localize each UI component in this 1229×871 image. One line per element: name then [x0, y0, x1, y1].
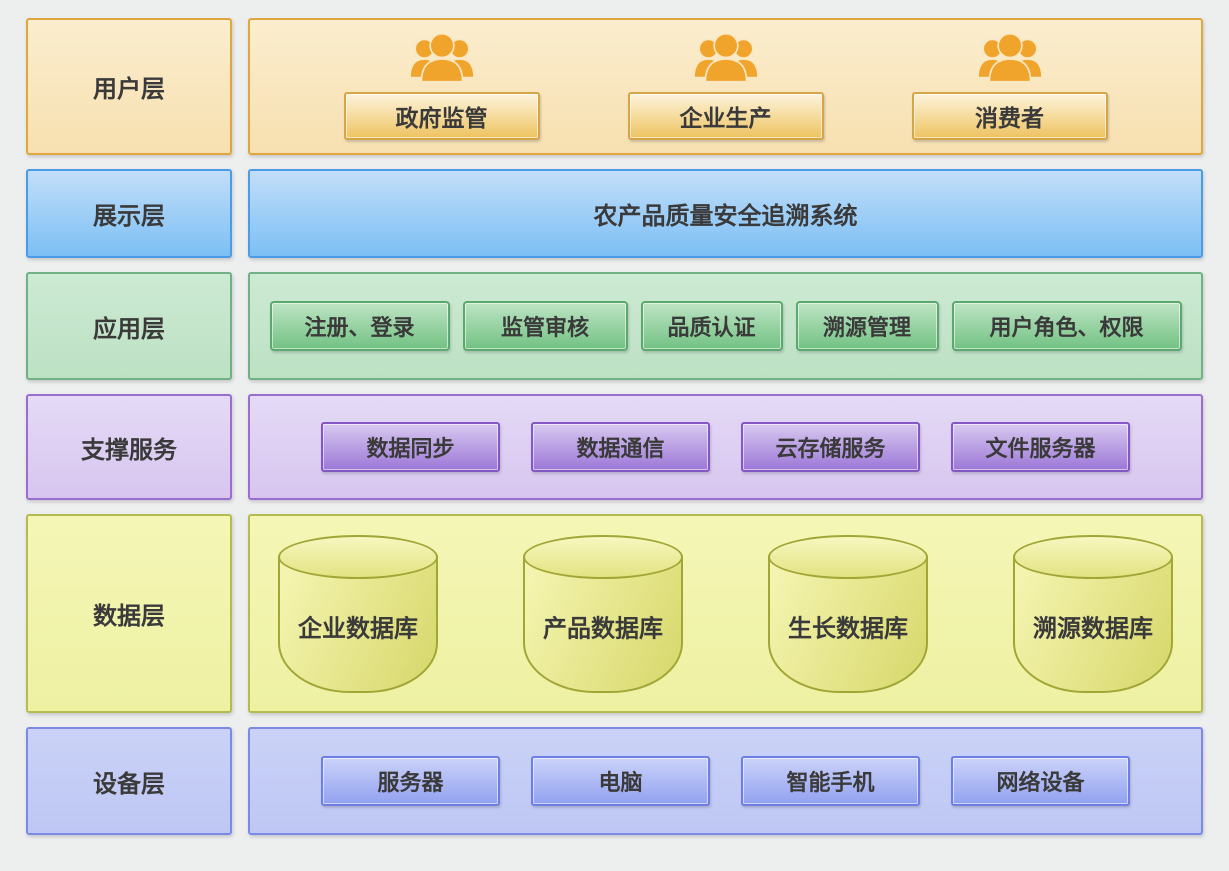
layer-user-content: 政府监管 企业生产 消费者: [248, 18, 1203, 155]
layer-support-content: 数据同步 数据通信 云存储服务 文件服务器: [248, 394, 1203, 500]
layer-support: 支撑服务 数据同步 数据通信 云存储服务 文件服务器: [26, 394, 1203, 500]
layer-data-label: 数据层: [26, 514, 232, 713]
app-box-supervision-review: 监管审核: [462, 301, 628, 351]
app-box-traceability-management: 溯源管理: [795, 301, 939, 351]
app-box-register-login: 注册、登录: [269, 301, 450, 351]
layer-device-label: 设备层: [26, 727, 232, 835]
cylinder-top: [768, 534, 928, 579]
database-label: 溯源数据库: [1033, 615, 1153, 643]
database-label: 产品数据库: [543, 615, 663, 643]
user-government-box: 政府监管: [343, 92, 540, 140]
device-box-server: 服务器: [321, 756, 500, 806]
layer-data-content: 企业数据库 产品数据库 生长数据库 溯源数据库: [248, 514, 1203, 713]
app-box-quality-certification: 品质认证: [640, 301, 783, 351]
layer-device: 设备层 服务器 电脑 智能手机 网络设备: [26, 727, 1203, 835]
layer-display-label: 展示层: [26, 169, 232, 258]
database-cylinder-traceability: 溯源数据库: [1013, 534, 1173, 693]
layer-user: 用户层 政府监管 企业生产 消费者: [26, 18, 1203, 155]
layer-support-label: 支撑服务: [26, 394, 232, 500]
support-box-data-communication: 数据通信: [531, 422, 710, 472]
system-title: 农产品质量安全追溯系统: [593, 203, 858, 230]
user-group-government: 政府监管: [343, 28, 540, 140]
architecture-diagram: 用户层 政府监管 企业生产 消费者 展示层 农产品质量安全追溯系统 应用层 注册…: [26, 18, 1203, 849]
support-box-data-sync: 数据同步: [321, 422, 500, 472]
cylinder-top: [278, 534, 438, 579]
cylinder-top: [523, 534, 683, 579]
user-group-consumer: 消费者: [911, 28, 1108, 140]
layer-application: 应用层 注册、登录 监管审核 品质认证 溯源管理 用户角色、权限: [26, 272, 1203, 380]
user-group-icon: [692, 32, 759, 83]
user-group-enterprise: 企业生产: [627, 28, 824, 140]
database-label: 企业数据库: [298, 615, 418, 643]
user-group-icon: [408, 32, 475, 83]
database-cylinder-enterprise: 企业数据库: [278, 534, 438, 693]
layer-data: 数据层 企业数据库 产品数据库 生长数据库 溯源数据库: [26, 514, 1203, 713]
layer-application-label: 应用层: [26, 272, 232, 380]
cylinder-top: [1013, 534, 1173, 579]
database-label: 生长数据库: [788, 615, 908, 643]
layer-display: 展示层 农产品质量安全追溯系统: [26, 169, 1203, 258]
user-consumer-box: 消费者: [911, 92, 1108, 140]
support-box-cloud-storage: 云存储服务: [741, 422, 920, 472]
device-box-smartphone: 智能手机: [741, 756, 920, 806]
database-cylinder-growth: 生长数据库: [768, 534, 928, 693]
support-box-file-server: 文件服务器: [951, 422, 1130, 472]
layer-application-content: 注册、登录 监管审核 品质认证 溯源管理 用户角色、权限: [248, 272, 1203, 380]
app-box-user-roles-permissions: 用户角色、权限: [951, 301, 1182, 351]
layer-device-content: 服务器 电脑 智能手机 网络设备: [248, 727, 1203, 835]
device-box-computer: 电脑: [531, 756, 710, 806]
layer-display-content: 农产品质量安全追溯系统: [248, 169, 1203, 258]
user-group-icon: [976, 32, 1043, 83]
user-enterprise-box: 企业生产: [627, 92, 824, 140]
layer-user-label: 用户层: [26, 18, 232, 155]
device-box-network-equipment: 网络设备: [951, 756, 1130, 806]
database-cylinder-product: 产品数据库: [523, 534, 683, 693]
